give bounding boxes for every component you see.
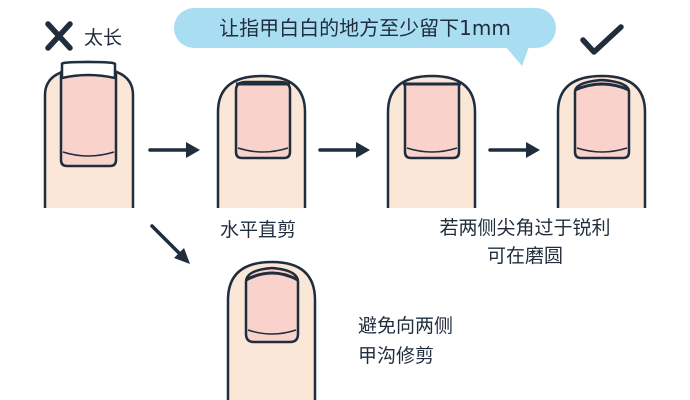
arrow-right-icon bbox=[318, 142, 370, 158]
nail-sharp-corners bbox=[403, 82, 461, 160]
tip-bubble bbox=[174, 8, 556, 66]
check-icon bbox=[580, 24, 624, 55]
arrow-down-right-icon bbox=[150, 224, 190, 264]
wrong-label: 太长 bbox=[84, 27, 123, 49]
caption-sharp-corners-line1: 若两侧尖角过于锐利 bbox=[439, 217, 611, 239]
nail-straight-cut bbox=[234, 80, 292, 160]
caption-avoid-sides-line1: 避免向两侧 bbox=[358, 315, 454, 337]
caption-sharp-corners-line2: 可在磨圆 bbox=[486, 245, 563, 267]
arrow-right-icon bbox=[148, 142, 200, 158]
tip-text: 让指甲白白的地方至少留下1mm bbox=[219, 16, 511, 40]
caption-straight-cut: 水平直剪 bbox=[220, 219, 297, 241]
finger-correct bbox=[556, 74, 647, 208]
nail-correct bbox=[573, 78, 631, 160]
caption-avoid-sides-line2: 甲沟修剪 bbox=[358, 345, 435, 367]
finger-avoid-sides bbox=[226, 260, 317, 400]
cross-icon bbox=[45, 21, 73, 51]
finger-straight-cut bbox=[216, 74, 307, 208]
nail-avoid-sides bbox=[244, 266, 300, 344]
finger-sharp-corners bbox=[386, 74, 477, 208]
finger-too-long bbox=[43, 60, 135, 208]
arrow-right-icon bbox=[488, 142, 540, 158]
